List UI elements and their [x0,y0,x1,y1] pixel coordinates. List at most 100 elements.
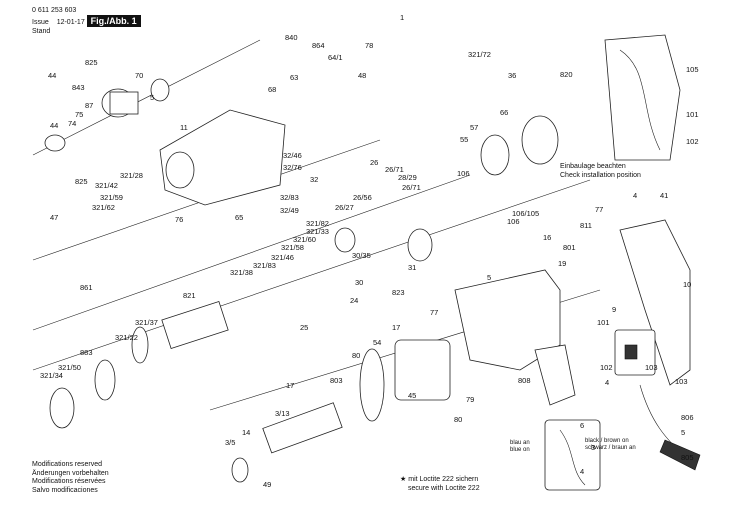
part-label: 5 [681,428,685,437]
part-label: 321/28 [120,171,143,180]
part-label: 3/13 [275,409,290,418]
part-label: 47 [50,213,58,222]
handle-shell [619,219,691,386]
field-stator [359,339,451,422]
part-label: 106 [457,169,470,178]
part-label: 825 [75,177,88,186]
part-label: 4 [633,191,637,200]
part-label: 803 [330,376,343,385]
part-label: 32/83 [280,193,299,202]
part-number-labels: 44825843877574447051184086464/1786368483… [40,13,699,489]
figure-badge: Fig./Abb. 1 [86,15,141,27]
part-label: 10 [683,280,691,289]
armature [231,402,343,483]
part-label: 26/27 [335,203,354,212]
part-label: 26/56 [353,193,372,202]
part-label: 5 [150,93,154,102]
part-label: 44 [48,71,56,80]
part-label: 3/5 [225,438,235,447]
part-label: 63 [290,73,298,82]
part-label: 41 [660,191,668,200]
part-label: 68 [268,85,276,94]
part-label: 87 [85,101,93,110]
part-label: 32/76 [283,163,302,172]
install-note-line: Check installation position [560,171,641,179]
part-label: 49 [263,480,271,489]
part-label: 840 [285,33,298,42]
part-label: 65 [235,213,243,222]
part-label: 321/60 [293,235,316,244]
wire-note-line: black / brown on [585,438,629,444]
part-label: 17 [392,323,400,332]
part-label: 11 [180,123,188,132]
part-label: 5 [487,273,491,282]
install-position-inset [604,34,681,161]
footer-line: Salvo modificaciones [32,486,98,494]
document-header: 0 611 253 603 Issue 12-01-17 Fig./Abb. 1… [32,6,141,36]
install-note: Einbaulage beachten Check installation p… [560,163,641,180]
loctite-note-line: secure with Loctite 222 [408,484,480,492]
part-label: 101 [686,110,699,119]
part-label: 76 [175,215,183,224]
part-label: 864 [312,41,325,50]
wire-note-right: black / brown on schwarz / braun an [585,438,636,452]
part-label: 321/46 [271,253,294,262]
part-label: 821 [183,291,196,300]
issue-label: Issue [32,19,49,26]
part-label: 106 [507,217,520,226]
gear-housing [159,109,286,206]
part-label: 9 [612,305,616,314]
part-label: 321/50 [58,363,81,372]
gear-set [334,115,559,262]
part-label: 19 [558,259,566,268]
hammer-tube-assembly [49,300,229,429]
part-label: 80 [352,351,360,360]
part-label: 823 [392,288,405,297]
switch-module [614,329,656,376]
loctite-note: ★ mit Loctite 222 sichern secure with Lo… [400,476,480,493]
part-label: 64/1 [328,53,343,62]
part-label: 77 [595,205,603,214]
part-label: 66 [500,108,508,117]
part-label: 26 [370,158,378,167]
part-label: 321/83 [253,261,276,270]
part-label: 14 [242,428,250,437]
part-label: 861 [80,283,93,292]
wire-note-line: schwarz / braun an [585,445,636,451]
wire-note-left: blau an blue on [510,440,530,454]
part-label: 321/33 [306,227,329,236]
part-label: 77 [430,308,438,317]
part-label: 70 [135,71,143,80]
part-label: 883 [80,348,93,357]
part-label: 808 [518,376,531,385]
wire-note-line: blau an [510,440,530,446]
wiring-inset [544,419,601,491]
part-label: 17 [286,381,294,390]
part-label: 321/82 [306,219,329,228]
footer-line: Modifications reserved [32,461,103,468]
footer-line: Modifications réservées [32,478,106,485]
part-label: 105 [686,65,699,74]
loctite-note-line: ★ mit Loctite 222 sichern [400,476,479,483]
wire-note-line: blue on [510,447,530,453]
install-note-line: Einbaulage beachten [560,163,626,170]
part-label: 106/105 [512,209,539,218]
part-label: 45 [408,391,416,400]
part-label: 103 [645,363,658,372]
part-label: 31 [408,263,416,272]
part-label: 321/42 [95,181,118,190]
part-number: 0 611 253 603 [32,7,77,14]
part-label: 74 [68,119,76,128]
part-label: 805 [681,453,694,462]
part-label: 102 [686,137,699,146]
part-label: 78 [365,41,373,50]
part-label: 44 [50,121,58,130]
stand-label: Stand [32,28,51,35]
part-label: 806 [681,413,694,422]
part-label: 32 [310,175,318,184]
part-label: 75 [75,110,83,119]
part-label: 4 [580,467,584,476]
part-label: 801 [563,243,576,252]
part-label: 321/62 [92,203,115,212]
part-label: 24 [350,296,358,305]
